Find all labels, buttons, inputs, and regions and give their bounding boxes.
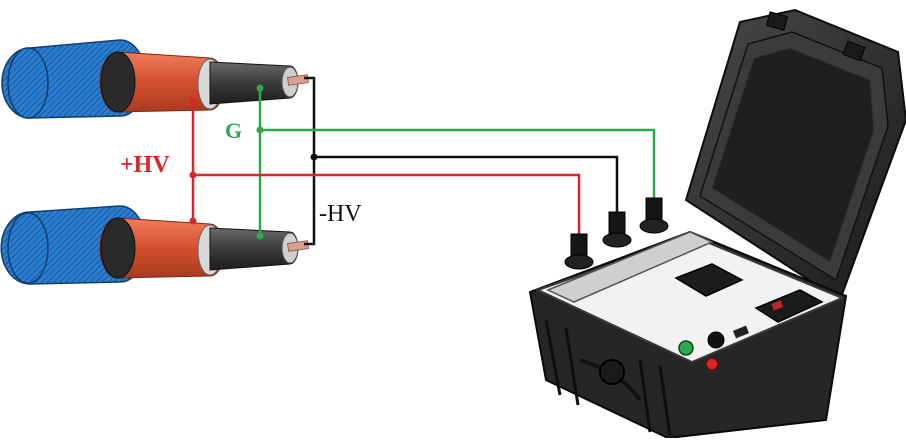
terminal-guard xyxy=(639,197,669,234)
wire-guard xyxy=(258,87,656,236)
terminal-negative-hv xyxy=(602,211,632,248)
junction-guard xyxy=(256,126,264,134)
junction-guard-top xyxy=(256,84,264,92)
wire-negative-hv xyxy=(304,76,619,246)
junction-positive-top xyxy=(189,97,197,105)
cable-bottom xyxy=(0,205,309,285)
terminal-positive-hv xyxy=(564,233,594,270)
junction-positive-bottom xyxy=(189,217,197,225)
junction-negative-hv xyxy=(310,153,318,161)
junction-guard-bottom xyxy=(256,232,264,240)
label-guard: G xyxy=(225,118,242,143)
test-instrument xyxy=(528,8,906,440)
label-positive-hv: +HV xyxy=(120,152,170,178)
wire-positive-hv xyxy=(191,101,581,234)
junction-positive xyxy=(189,171,197,179)
label-negative-hv: -HV xyxy=(319,201,362,227)
cable-top xyxy=(1,39,309,119)
